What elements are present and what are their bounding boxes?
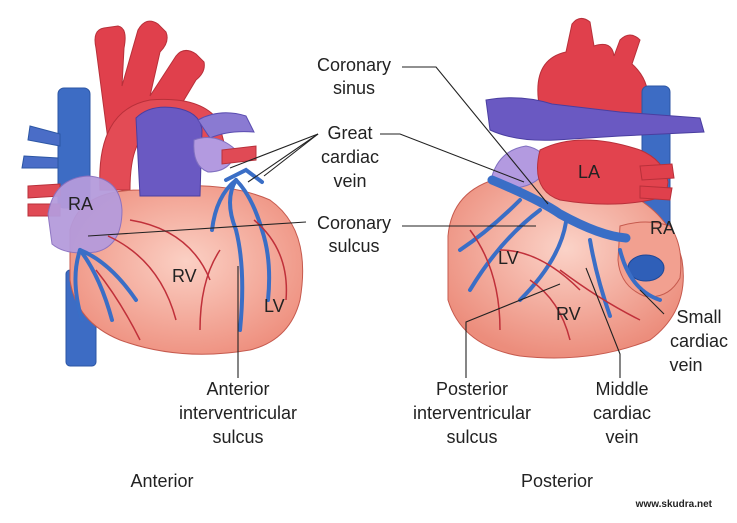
middle-cardiac-vein-line-2: cardiac — [593, 403, 651, 423]
venous-branch-left-2 — [21, 155, 59, 169]
label-middle-cardiac-vein: Middle cardiac vein — [593, 379, 651, 447]
coronary-sinus-line-1: Coronary — [317, 55, 391, 75]
small-cardiac-vein-line-2: cardiac — [670, 331, 728, 351]
great-cardiac-vein-line-3: vein — [333, 171, 366, 191]
label-posterior-interventricular-sulcus: Posterior interventricular sulcus — [413, 379, 531, 447]
coronary-sinus-line-2: sinus — [333, 78, 375, 98]
anterior-iv-sulcus-line-1: Anterior — [206, 379, 269, 399]
pulmonary-veins-right — [221, 145, 257, 165]
pulmonary-artery-right — [197, 112, 255, 139]
label-great-cardiac-vein: Great cardiac vein — [321, 123, 379, 191]
great-cardiac-vein-line-2: cardiac — [321, 147, 379, 167]
label-rv-anterior: RV — [172, 266, 197, 286]
caption-anterior: Anterior — [130, 471, 193, 491]
right-atrium-anterior — [47, 175, 123, 254]
posterior-coronary-arteries — [469, 229, 641, 341]
venous-branch-left — [27, 125, 61, 147]
label-lv-anterior: LV — [264, 296, 285, 316]
caption-posterior: Posterior — [521, 471, 593, 491]
anterior-cardiac-veins — [73, 167, 272, 332]
posterior-pulmonary-veins — [639, 163, 675, 201]
label-rv-posterior: RV — [556, 304, 581, 324]
great-cardiac-vein-line-1: Great — [327, 123, 372, 143]
label-la-posterior: LA — [578, 162, 600, 182]
anterior-heart — [21, 20, 304, 367]
middle-cardiac-vein-line-1: Middle — [595, 379, 648, 399]
posterior-cardiac-veins — [458, 175, 662, 318]
label-ra-anterior: RA — [68, 194, 93, 214]
label-lv-posterior: LV — [498, 248, 519, 268]
anterior-iv-sulcus-line-2: interventricular — [179, 403, 297, 423]
anterior-coronary-arteries — [95, 219, 288, 341]
coronary-sulcus-line-1: Coronary — [317, 213, 391, 233]
leader-lines — [87, 66, 665, 378]
label-small-cardiac-vein: Small cardiac vein — [669, 307, 728, 375]
posterior-pulmonary-arteries — [485, 97, 705, 141]
pulmonary-trunk — [135, 106, 203, 197]
label-ra-posterior: RA — [650, 218, 675, 238]
posterior-iv-sulcus-line-2: interventricular — [413, 403, 531, 423]
watermark: www.skudra.net — [635, 499, 713, 510]
posterior-iv-sulcus-line-3: sulcus — [446, 427, 497, 447]
middle-cardiac-vein-line-3: vein — [605, 427, 638, 447]
small-cardiac-vein-line-1: Small — [676, 307, 721, 327]
posterior-heart — [447, 18, 705, 359]
label-coronary-sinus: Coronary sinus — [317, 55, 391, 98]
coronary-sulcus-line-2: sulcus — [328, 236, 379, 256]
posterior-iv-sulcus-line-1: Posterior — [436, 379, 508, 399]
label-anterior-interventricular-sulcus: Anterior interventricular sulcus — [179, 379, 297, 447]
label-coronary-sulcus: Coronary sulcus — [317, 213, 391, 256]
anterior-iv-sulcus-line-3: sulcus — [212, 427, 263, 447]
small-cardiac-vein-line-3: vein — [669, 355, 702, 375]
